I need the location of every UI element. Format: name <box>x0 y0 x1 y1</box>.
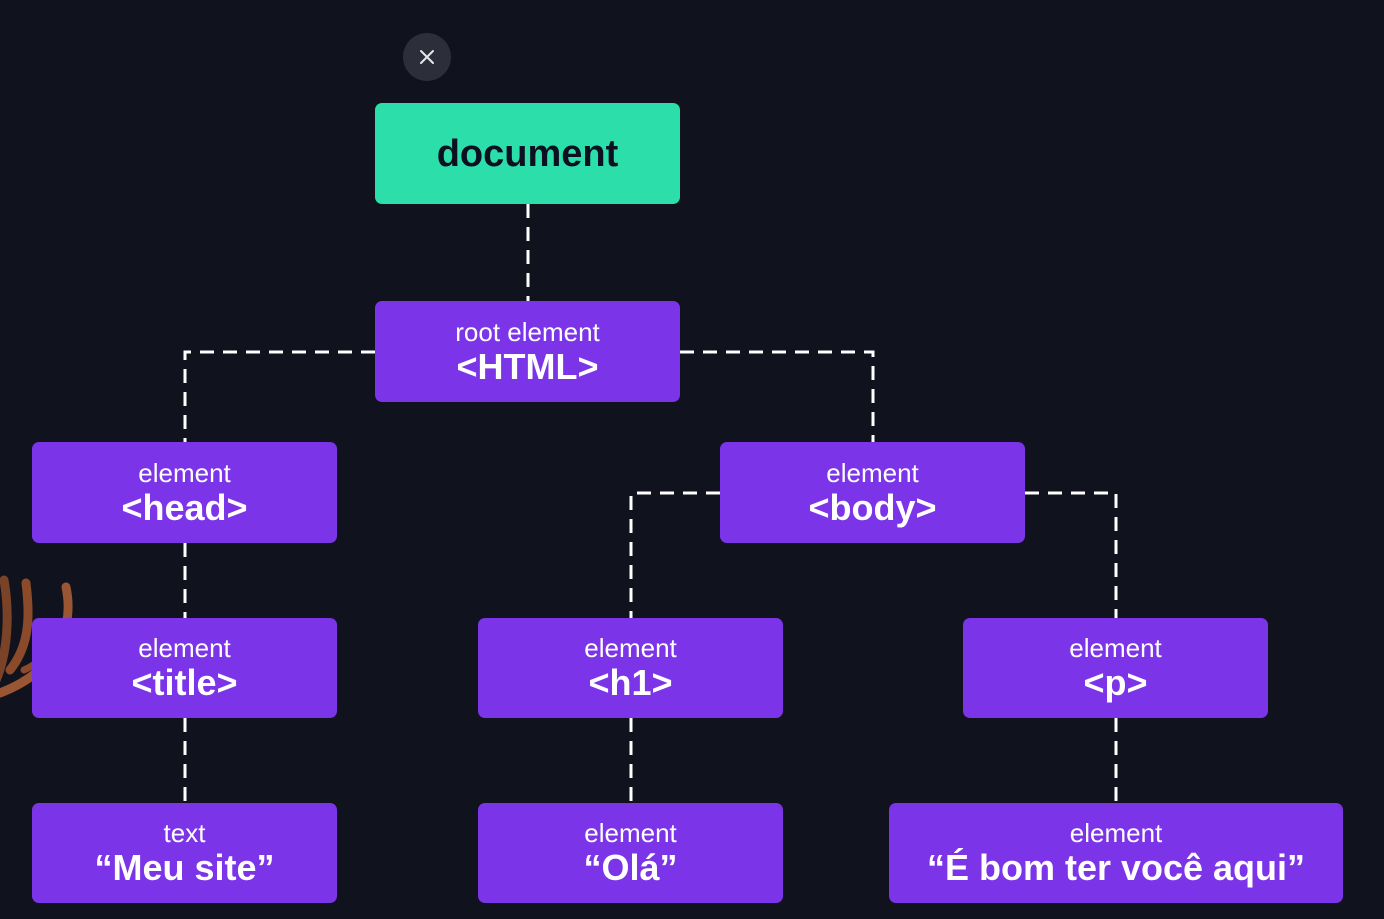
connector-html-body <box>680 350 875 442</box>
html-root-node: root element <HTML> <box>375 301 680 402</box>
h1-text-node: element “Olá” <box>478 803 783 903</box>
p-node-kind: element <box>1069 633 1162 663</box>
close-button[interactable] <box>403 33 451 81</box>
close-icon <box>420 50 434 64</box>
title-text-node-kind: text <box>163 818 206 848</box>
p-text-node-value: “É bom ter você aqui” <box>926 847 1306 888</box>
h1-text-node-value: “Olá” <box>583 847 678 888</box>
title-text-node-value: “Meu site” <box>94 847 275 888</box>
h1-node-kind: element <box>584 633 677 663</box>
title-node: element <title> <box>32 618 337 718</box>
p-text-node: element “É bom ter você aqui” <box>889 803 1343 903</box>
head-node-tag: <head> <box>121 486 248 528</box>
p-node: element <p> <box>963 618 1268 718</box>
h1-node-tag: <h1> <box>588 662 673 703</box>
head-node-kind: element <box>138 457 231 488</box>
html-node-kind: root element <box>455 316 600 347</box>
p-text-node-kind: element <box>1069 818 1163 848</box>
title-node-tag: <title> <box>131 662 238 703</box>
body-node-tag: <body> <box>808 486 937 528</box>
body-node-kind: element <box>826 457 919 488</box>
p-node-tag: <p> <box>1083 662 1148 703</box>
title-text-node: text “Meu site” <box>32 803 337 903</box>
h1-text-node-kind: element <box>584 818 677 848</box>
connector-html-head <box>183 350 375 442</box>
body-node: element <body> <box>720 442 1025 543</box>
title-node-kind: element <box>138 633 231 663</box>
connector-body-h1 <box>629 491 720 618</box>
head-node: element <head> <box>32 442 337 543</box>
h1-node: element <h1> <box>478 618 783 718</box>
document-node-label: document <box>436 132 619 175</box>
html-node-tag: <HTML> <box>456 345 599 387</box>
document-node: document <box>375 103 680 204</box>
connector-body-p <box>1025 491 1118 618</box>
